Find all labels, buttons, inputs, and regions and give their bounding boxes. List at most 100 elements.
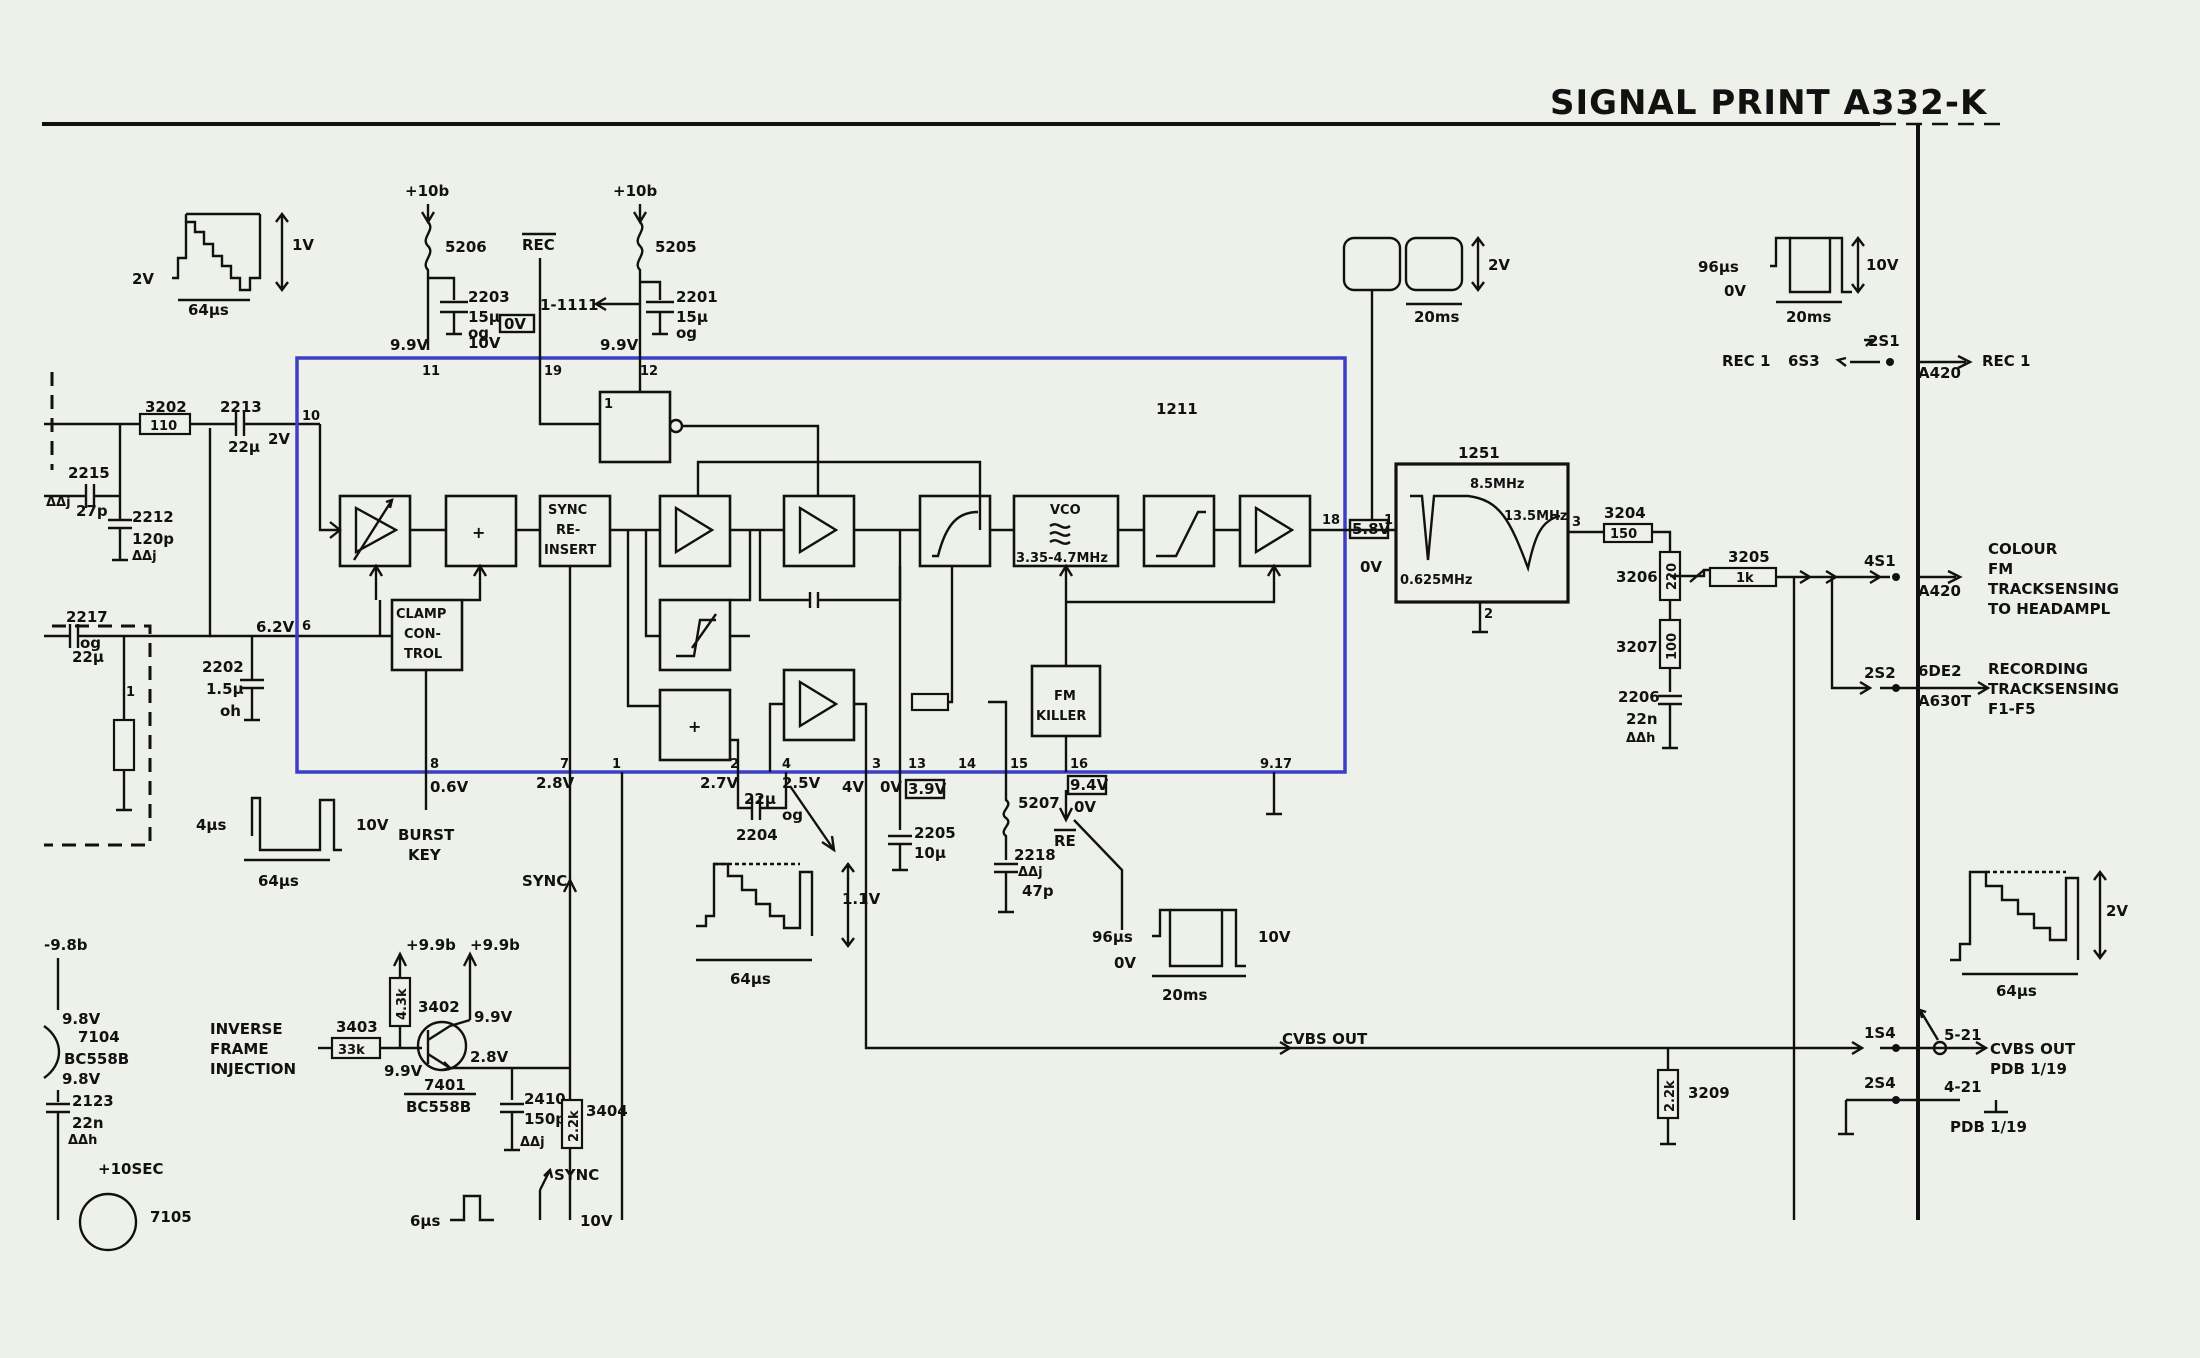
voltage-label: 9.4V xyxy=(1070,776,1109,794)
resistor-value: 33k xyxy=(338,1043,365,1058)
waveform-label: 64µs xyxy=(258,872,299,890)
voltage-label: 2.8V xyxy=(536,774,575,792)
waveform-label: 1V xyxy=(292,236,314,254)
cap-tag: og xyxy=(782,806,803,824)
cap-label: 2218 xyxy=(1014,846,1056,864)
waveform-label: 2V xyxy=(1488,256,1510,274)
cap-value: 27p xyxy=(76,502,108,520)
cap-value: 22µ xyxy=(228,438,260,456)
cap-label: 2123 xyxy=(72,1092,114,1110)
resistor-value: 4.3k xyxy=(395,988,410,1020)
voltage-label: 0V xyxy=(1360,558,1382,576)
block-label: 3.35-4.7MHz xyxy=(1016,551,1108,566)
cap-value: 15µ xyxy=(676,308,708,326)
signal-label: CVBS OUT xyxy=(1282,1030,1368,1048)
cap-tag: og xyxy=(80,634,101,652)
waveform-label: 0V xyxy=(1724,282,1746,300)
pin-label: 3 xyxy=(872,757,881,772)
highpass-block xyxy=(1142,494,1216,568)
block-label: KILLER xyxy=(1036,709,1086,724)
cap-2201-label: 2201 xyxy=(676,288,718,306)
supply-5206: +10b 5206 2203 15µ og 9.9V 11 xyxy=(390,182,510,379)
waveform-label: 20ms xyxy=(1162,986,1208,1004)
cap-label: 2217 xyxy=(66,608,108,626)
amplifier-block-3 xyxy=(782,668,856,742)
pin-label: 4 xyxy=(782,757,791,772)
connector-label: 1S4 xyxy=(1864,1024,1896,1042)
resistor-label: 3206 xyxy=(1616,568,1658,586)
supply-5205: +10b 5205 2201 15µ og 9.9V 12 xyxy=(600,182,718,379)
voltage-label: 9.8V xyxy=(62,1070,101,1088)
pin-label: 1 xyxy=(604,397,613,412)
connector-label: 2S1 xyxy=(1868,332,1900,350)
voltage-label: 4V xyxy=(842,778,864,796)
voltage-label: -9.8b xyxy=(44,936,88,954)
signal-label: RE xyxy=(1054,832,1076,850)
waveform-box-top: 2V 20ms xyxy=(1342,236,1510,520)
pin-label: 8 xyxy=(430,757,439,772)
filter-1251: 5.8V 0V 1 1251 8.5MHz 13.5MHz 0.625MHz 3… xyxy=(1345,444,1581,634)
cap-label: 2212 xyxy=(132,508,174,526)
signal-label: PDB 1/19 xyxy=(1950,1118,2027,1136)
rec1-connector: 96µs 0V 10V 20ms REC 1 6S3 2S1 A420 REC … xyxy=(1698,236,2030,382)
waveform-staircase-2: 1.1V 64µs xyxy=(696,862,881,988)
connector-label: 4-21 xyxy=(1944,1078,1982,1096)
left-input-chain: 110 3202 2213 22µ 2V 10 2212 120p ΔΔj 22… xyxy=(44,372,320,847)
connector-label: 5-21 xyxy=(1944,1026,1982,1044)
cap-tag: og xyxy=(676,324,697,342)
signal-label: REC 1 xyxy=(1722,352,1770,370)
waveform-label: 64µs xyxy=(730,970,771,988)
ic-1211-outline[interactable] xyxy=(295,356,1347,774)
block-label: TROL xyxy=(404,647,442,662)
adder-block-2 xyxy=(658,688,732,762)
waveform-label: 20ms xyxy=(1414,308,1460,326)
cap-value: 22n xyxy=(72,1114,104,1132)
connector-label: A630T xyxy=(1918,692,1972,710)
pin-label: 12 xyxy=(640,364,658,379)
block-symbol: + xyxy=(472,523,485,542)
pin-label: 15 xyxy=(1010,757,1028,772)
resistor-value: 2.2k xyxy=(1663,1080,1678,1112)
resistor-value: 1k xyxy=(1736,571,1754,586)
waveform-label: 96µs xyxy=(1698,258,1739,276)
connector-label: 6DE2 xyxy=(1918,662,1962,680)
resistor-value: 100 xyxy=(1665,633,1680,660)
voltage-label: 0V xyxy=(1074,798,1096,816)
filter-ref-label: 1251 xyxy=(1458,444,1500,462)
voltage-label: +9.9b xyxy=(470,936,520,954)
waveform-label: 10V xyxy=(580,1212,613,1230)
cap-value: 120p xyxy=(132,530,174,548)
block-symbol: + xyxy=(688,717,701,736)
inductor-5206-label: 5206 xyxy=(445,238,487,256)
inductor-label: 5207 xyxy=(1018,794,1060,812)
waveform-label: 4µs xyxy=(196,816,226,834)
signal-label: TRACKSENSING xyxy=(1988,680,2119,698)
transistor-label: BC558B xyxy=(64,1050,129,1068)
transistor-7401-area: INVERSE FRAME INJECTION 33k 3403 +9.9b +… xyxy=(210,936,628,1230)
signal-label: INJECTION xyxy=(210,1060,296,1078)
voltage-label: 9.9V xyxy=(390,336,429,354)
voltage-label: 10V xyxy=(468,334,501,352)
transistor-label: 7401 xyxy=(424,1076,466,1094)
signal-label: REC 1 xyxy=(1982,352,2030,370)
resistor-label: 3202 xyxy=(145,398,187,416)
signal-label: RECORDING xyxy=(1988,660,2088,678)
signal-label: FRAME xyxy=(210,1040,269,1058)
cap-tag: ΔΔj xyxy=(520,1135,545,1150)
cap-value: 15µ xyxy=(468,308,500,326)
waveform-label: 2V xyxy=(132,270,154,288)
waveform-staircase-1: 1V 2V 64µs xyxy=(132,212,314,319)
cap-tag: ΔΔj xyxy=(132,549,157,564)
connector-label: 2S2 xyxy=(1864,664,1896,682)
pin-label: 7 xyxy=(560,757,569,772)
supply-label: +10b xyxy=(405,182,449,200)
connector-label: 6S3 xyxy=(1788,352,1820,370)
pin-label: 2 xyxy=(1484,607,1493,622)
pin-label: 1 xyxy=(1384,513,1393,528)
voltage-label: 9.8V xyxy=(62,1010,101,1028)
cap-label: 2204 xyxy=(736,826,778,844)
waveform-label: 96µs xyxy=(1092,928,1133,946)
signal-label: TO HEADAMPL xyxy=(1988,600,2111,618)
resistor-label: 3204 xyxy=(1604,504,1646,522)
